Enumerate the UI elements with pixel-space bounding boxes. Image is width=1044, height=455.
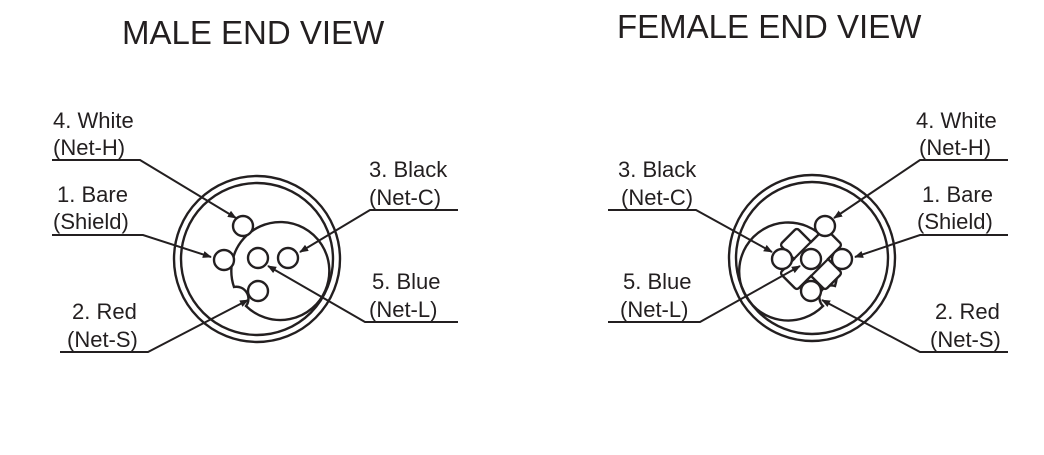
female-connector bbox=[727, 173, 897, 343]
female-socket-1-bare bbox=[830, 247, 854, 271]
female-outer-ring bbox=[727, 173, 897, 343]
male-label-white-line1: 4. White bbox=[53, 108, 134, 133]
female-label-white-line1: 4. White bbox=[916, 108, 997, 133]
female-label-bare-line1: 1. Bare bbox=[922, 182, 993, 207]
female-label-black-line2: (Net-C) bbox=[621, 185, 693, 210]
male-leader-black bbox=[299, 209, 458, 253]
female-inner-ring bbox=[734, 180, 890, 336]
male-label-black-line1: 3. Black bbox=[369, 157, 448, 182]
male-inner-ring bbox=[179, 181, 335, 337]
female-leader-white bbox=[833, 159, 1008, 219]
female-socket-3-black bbox=[770, 247, 794, 271]
male-label-blue-line1: 5. Blue bbox=[372, 269, 441, 294]
male-label-bare-line2: (Shield) bbox=[53, 209, 129, 234]
male-label-white-line2: (Net-H) bbox=[53, 135, 125, 160]
male-leader-white bbox=[52, 159, 237, 219]
female-leader-bare bbox=[854, 234, 1008, 258]
female-label-black-line1: 3. Black bbox=[618, 157, 697, 182]
female-socket-5-blue bbox=[799, 247, 823, 271]
female-label-bare-line2: (Shield) bbox=[917, 209, 993, 234]
female-label-red-line1: 2. Red bbox=[935, 299, 1000, 324]
male-leader-blue bbox=[267, 265, 458, 323]
female-label-blue-line2: (Net-L) bbox=[620, 297, 688, 322]
male-label-red-line1: 2. Red bbox=[72, 299, 137, 324]
male-pin-5-blue bbox=[246, 246, 270, 270]
male-pin-2-red bbox=[246, 279, 270, 303]
female-socket-2-red bbox=[799, 279, 823, 303]
male-leader-bare bbox=[52, 234, 212, 258]
male-label-bare-line1: 1. Bare bbox=[57, 182, 128, 207]
female-label-red-line2: (Net-S) bbox=[930, 327, 1001, 352]
female-label-blue-line1: 5. Blue bbox=[623, 269, 692, 294]
male-label-red-line2: (Net-S) bbox=[67, 327, 138, 352]
male-leader-red bbox=[60, 299, 249, 353]
female-leader-black bbox=[608, 209, 773, 253]
male-connector bbox=[172, 174, 342, 344]
male-label-blue-line2: (Net-L) bbox=[369, 297, 437, 322]
male-pin-4-white bbox=[231, 214, 255, 238]
male-outer-ring bbox=[172, 174, 342, 344]
female-leader-blue bbox=[608, 265, 801, 323]
female-label-white-line2: (Net-H) bbox=[919, 135, 991, 160]
male-pin-3-black bbox=[276, 246, 300, 270]
female-socket-4-white bbox=[813, 214, 837, 238]
female-end-view-title: FEMALE END VIEW bbox=[617, 8, 922, 45]
male-end-view-title: MALE END VIEW bbox=[122, 14, 385, 51]
male-label-black-line2: (Net-C) bbox=[369, 185, 441, 210]
female-leader-red bbox=[821, 299, 1008, 353]
male-pin-1-bare bbox=[212, 248, 236, 272]
